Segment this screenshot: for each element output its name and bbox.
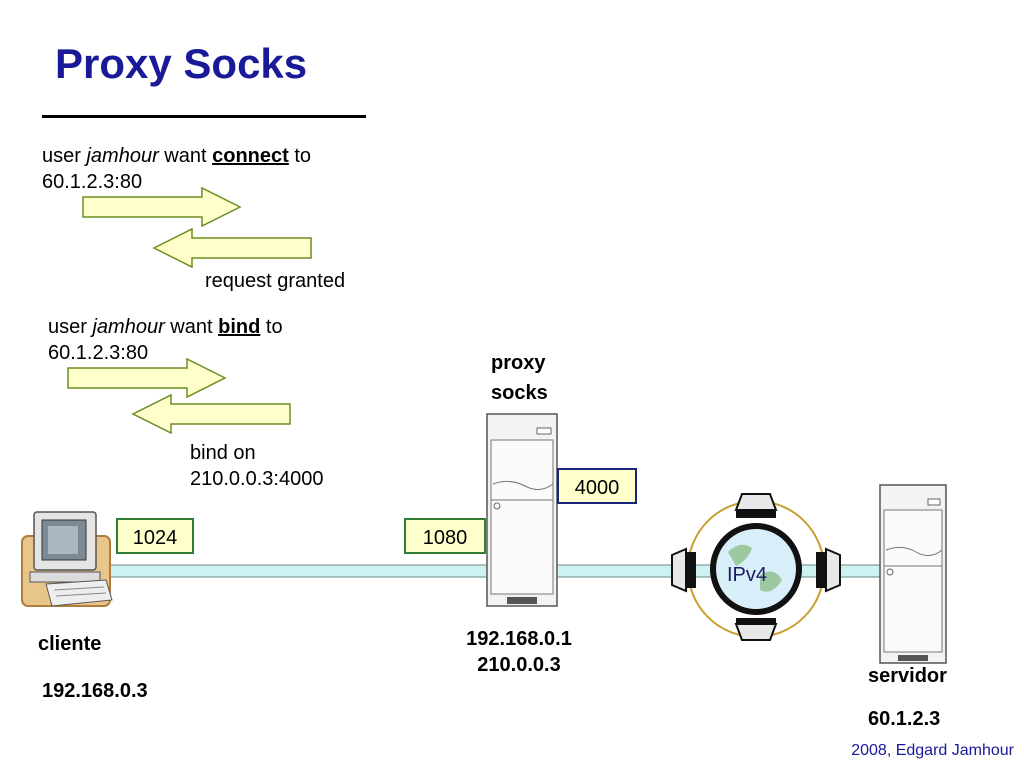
footer-credit: 2008, Edgard Jamhour (851, 742, 1014, 759)
connect-reply-arrow (152, 227, 312, 269)
bind-user-word: user (48, 316, 87, 338)
server-ip: 60.1.2.3 (868, 708, 941, 730)
proxy-listen-port-badge: 1080 (404, 518, 486, 554)
proxy-ip-line1: 192.168.0.1 (466, 628, 572, 650)
bind-reply-arrow (131, 393, 291, 435)
connect-user-name: jamhour (86, 145, 159, 167)
connect-reply-text: request granted (205, 270, 346, 292)
connect-user-word: user (42, 145, 81, 167)
connect-address: 60.1.2.3:80 (42, 171, 143, 193)
server-label: servidor (868, 665, 947, 687)
title-underline (42, 115, 366, 118)
proxy-label-line1: proxy (491, 352, 546, 374)
proxy-bind-port-badge: 4000 (557, 468, 637, 504)
proxy-label: proxy socks (491, 348, 548, 408)
client-port-badge: 1024 (116, 518, 194, 554)
proxy-server-icon (486, 413, 558, 607)
connect-verb: connect (212, 145, 289, 167)
bind-address: 60.1.2.3:80 (48, 342, 149, 364)
bind-to-word: to (265, 316, 283, 338)
connect-request-text: user jamhour want connect to 60.1.2.3:80 (42, 143, 311, 195)
bind-reply-line1: bind on (190, 442, 256, 464)
bind-request-arrow (67, 357, 227, 399)
destination-server-icon (879, 484, 947, 664)
client-computer-icon (21, 511, 113, 607)
client-ip: 192.168.0.3 (42, 680, 148, 702)
proxy-ip-line2: 210.0.0.3 (477, 654, 561, 676)
bind-request-text: user jamhour want bind to 60.1.2.3:80 (48, 314, 283, 366)
connect-request-arrow (82, 186, 242, 228)
bind-reply-line2: 210.0.0.3:4000 (190, 468, 324, 490)
client-label: cliente (38, 633, 102, 655)
bind-reply-text: bind on 210.0.0.3:4000 (190, 440, 323, 492)
proxy-label-line2: socks (491, 382, 548, 404)
connect-want-word: want (164, 145, 207, 167)
proxy-ip-block: 192.168.0.1 210.0.0.3 (452, 626, 586, 678)
bind-verb: bind (218, 316, 261, 338)
bind-user-name: jamhour (92, 316, 165, 338)
network-label: IPv4 (727, 564, 768, 586)
page-title: Proxy Socks (55, 40, 308, 87)
connect-to-word: to (294, 145, 312, 167)
bind-want-word: want (170, 316, 213, 338)
ipv4-network-icon (671, 493, 841, 641)
